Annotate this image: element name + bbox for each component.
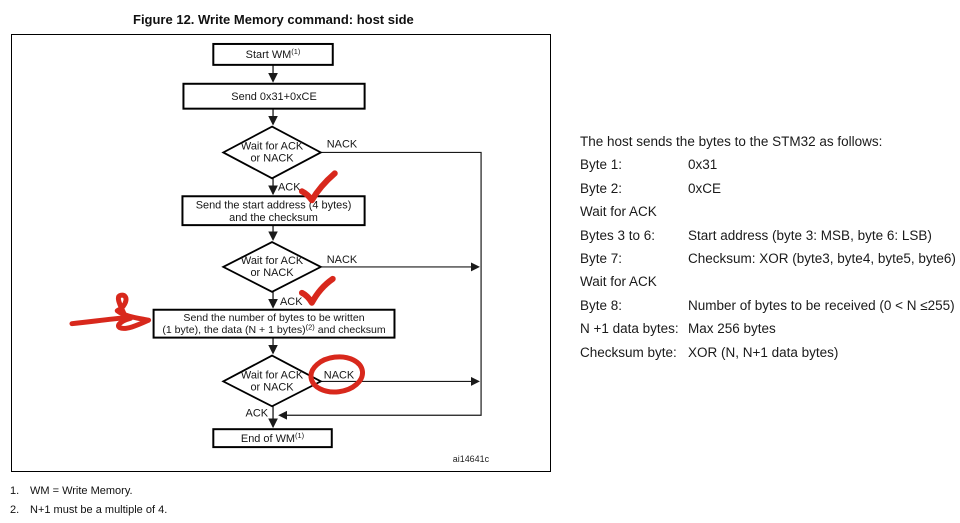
protocol-row-label: Byte 1: <box>580 157 623 173</box>
protocol-row-label: Wait for ACK <box>580 204 657 220</box>
footnote-number: 2. <box>10 504 20 516</box>
send-bytes-box <box>152 308 396 339</box>
protocol-intro: The host sends the bytes to the STM32 as… <box>580 134 883 149</box>
protocol-row-label: Byte 8: <box>580 297 623 313</box>
decision1-label-line1: Wait for ACK <box>241 140 304 152</box>
protocol-row-label: Wait for ACK <box>580 274 657 290</box>
send-command-box <box>182 82 366 110</box>
red-circle-nack <box>308 354 366 395</box>
protocol-row: Byte 7: Checksum: XOR (byte3, byte4, byt… <box>580 247 956 270</box>
end-box-label: End of WM(1) <box>241 431 305 445</box>
protocol-row-value: XOR (N, N+1 data bytes) <box>688 344 839 360</box>
nack1-label: NACK <box>327 138 358 150</box>
decision2-label-line2: or NACK <box>250 267 294 279</box>
red-checkmark-2 <box>298 275 336 306</box>
send-address-box <box>181 195 366 227</box>
end-box <box>212 428 333 449</box>
protocol-row: Byte 8: Number of bytes to be received (… <box>580 294 955 317</box>
red-checkmark-1 <box>298 170 338 204</box>
protocol-row: Byte 1: 0x31 <box>580 153 955 176</box>
send-command-label: Send 0x31+0xCE <box>231 91 316 103</box>
protocol-row: N +1 data bytes: Max 256 bytes <box>580 317 955 340</box>
protocol-row-label: Checksum byte: <box>580 344 677 360</box>
protocol-row-value <box>688 200 955 223</box>
ack1-label: ACK <box>278 181 301 193</box>
protocol-description: The host sends the bytes to the STM32 as… <box>580 130 956 364</box>
decision2-label-line1: Wait for ACK <box>241 255 304 267</box>
protocol-row: Wait for ACK <box>580 200 955 223</box>
protocol-row: Bytes 3 to 6: Start address (byte 3: MSB… <box>580 224 955 247</box>
start-box <box>212 42 334 66</box>
decision3-label-line1: Wait for ACK <box>241 369 304 381</box>
decision3-label-line2: or NACK <box>250 381 294 393</box>
protocol-row-value: Start address (byte 3: MSB, byte 6: LSB) <box>688 227 932 243</box>
send-address-label-line1: Send the start address (4 bytes) <box>196 200 352 212</box>
send-bytes-label-line2: (1 byte), the data (N + 1 bytes)(2) and … <box>162 323 386 336</box>
footnote: 1. WM = Write Memory. <box>10 485 167 504</box>
protocol-row: Checksum byte: XOR (N, N+1 data bytes) <box>580 341 955 364</box>
protocol-row-value: 0xCE <box>688 180 722 196</box>
figure-footnotes: 1. WM = Write Memory. 2. N+1 must be a m… <box>10 485 167 523</box>
ack2-label: ACK <box>280 296 303 308</box>
send-bytes-label-line1: Send the number of bytes to be written <box>183 312 364 324</box>
decision2-diamond <box>221 241 323 293</box>
red-arrow-shaft <box>69 315 129 327</box>
nack3-label: NACK <box>324 369 355 381</box>
decision1-diamond <box>221 125 323 180</box>
send-address-label-line2: and the checksum <box>229 212 318 224</box>
protocol-row-label: Bytes 3 to 6: <box>580 227 656 243</box>
footnote-number: 1. <box>10 485 20 497</box>
decision1-label-line2: or NACK <box>250 152 294 164</box>
figure-frame: Start WM(1) Send 0x31+0xCE Wait for ACK … <box>11 34 551 472</box>
protocol-row-value: 0x31 <box>688 157 718 173</box>
figure-watermark: ai14641c <box>453 454 490 464</box>
ack3-label: ACK <box>246 407 269 419</box>
footnote: 2. N+1 must be a multiple of 4. <box>10 504 167 523</box>
protocol-row-label: N +1 data bytes: <box>580 321 679 337</box>
protocol-row-value: Number of bytes to be received (0 < N ≤2… <box>688 297 955 313</box>
flowchart-svg: Start WM(1) Send 0x31+0xCE Wait for ACK … <box>69 42 490 464</box>
protocol-row-label: Byte 2: <box>580 180 623 196</box>
protocol-row: Byte 2: 0xCE <box>580 177 955 200</box>
protocol-row-value <box>688 270 955 293</box>
figure-title: Figure 12. Write Memory command: host si… <box>133 12 414 27</box>
protocol-row: Wait for ACK <box>580 270 955 293</box>
red-arrow-head <box>114 292 152 331</box>
footnote-text: N+1 must be a multiple of 4. <box>30 504 168 516</box>
protocol-row-label: Byte 7: <box>580 250 623 266</box>
protocol-row-value: Checksum: XOR (byte3, byte4, byte5, byte… <box>688 250 956 266</box>
protocol-row-value: Max 256 bytes <box>688 321 776 337</box>
nack-return-rail <box>278 151 482 420</box>
start-box-label: Start WM(1) <box>246 47 301 61</box>
nack2-label: NACK <box>327 254 358 266</box>
footnote-text: WM = Write Memory. <box>30 485 133 497</box>
decision3-diamond <box>221 354 323 408</box>
